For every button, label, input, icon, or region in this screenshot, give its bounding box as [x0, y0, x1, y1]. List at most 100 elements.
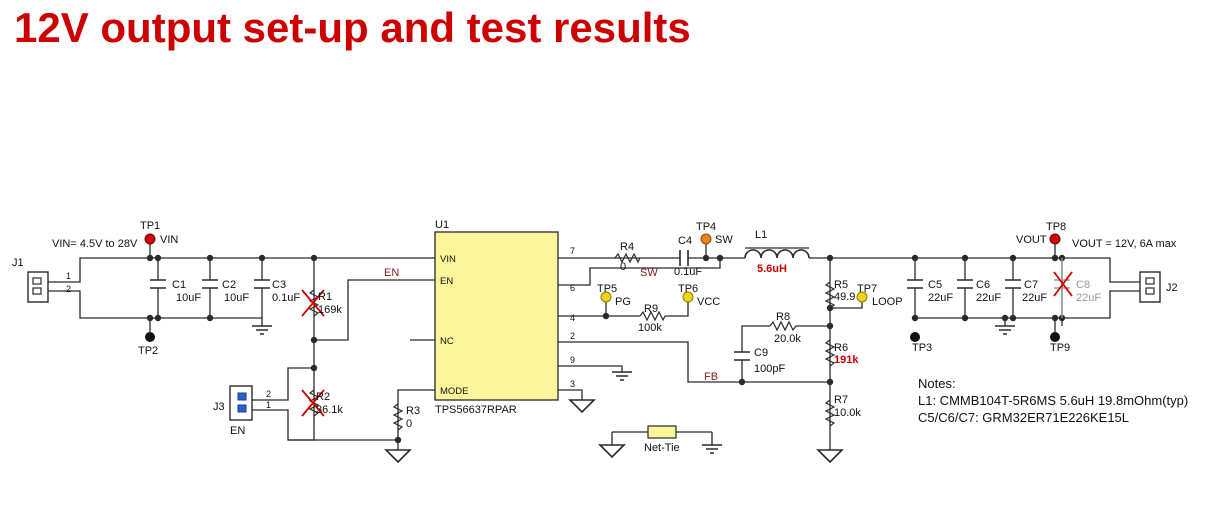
- c9-value: 100pF: [754, 363, 785, 375]
- l1-value: 5.6uH: [757, 263, 787, 275]
- page-title: 12V output set-up and test results: [14, 4, 691, 51]
- c3-ref: C3: [272, 279, 286, 291]
- c8-value: 22uF: [1076, 292, 1101, 304]
- r9-value: 100k: [638, 322, 662, 334]
- tp8-name: VOUT: [1016, 234, 1047, 246]
- j1-connector: J1 1 2: [12, 257, 71, 303]
- test-point-tp7: TP7 LOOP: [856, 283, 903, 308]
- capacitor-c8-dnp: C8 22uF: [1053, 258, 1101, 318]
- tp5-name: PG: [615, 296, 631, 308]
- resistor-r8: R8 20.0k: [769, 311, 801, 345]
- tp7-ref: TP7: [857, 283, 877, 295]
- test-point-tp6: TP6 VCC: [678, 283, 720, 308]
- tp6-ref: TP6: [678, 283, 698, 295]
- c9-ref: C9: [754, 347, 768, 359]
- r7-value: 10.0k: [834, 407, 861, 419]
- j1-ref: J1: [12, 257, 24, 269]
- u1-ref: U1: [435, 219, 449, 231]
- j1-pin-2: 2: [66, 284, 71, 294]
- tp7-name: LOOP: [872, 296, 903, 308]
- notes-line-1: L1: CMMB104T-5R6MS 5.6uH 19.8mOhm(typ): [918, 393, 1188, 408]
- r3-value: 0: [406, 418, 412, 430]
- u1-pin-num-6: 6: [570, 283, 575, 293]
- c6-ref: C6: [976, 279, 990, 291]
- u1-pin-nc: NC: [440, 336, 454, 347]
- r9-ref: R9: [644, 303, 658, 315]
- inductor-l1: L1 5.6uH: [744, 229, 812, 275]
- c2-value: 10uF: [224, 292, 249, 304]
- tp4-ref: TP4: [696, 221, 716, 233]
- j3-pin-1: 1: [266, 400, 271, 410]
- u1-pin-mode: MODE: [440, 386, 469, 397]
- ground-symbol-pin9: [612, 371, 632, 381]
- ground-symbol-r3: [384, 449, 412, 464]
- u1-ic: U1 TPS56637RPAR VIN EN NC MODE 7 6 4 2 9…: [434, 219, 575, 416]
- resistor-r6: R6 191k: [824, 339, 859, 367]
- j3-pin-2: 2: [266, 389, 271, 399]
- c4-value: 0.1uF: [674, 266, 702, 278]
- r6-value: 191k: [834, 354, 859, 366]
- r5-ref: R5: [834, 279, 848, 291]
- capacitor-c3: C3 0.1uF: [254, 279, 300, 304]
- test-point-tp2: TP2: [138, 332, 158, 357]
- resistor-r2: R2 36.1k: [301, 389, 343, 417]
- c7-value: 22uF: [1022, 292, 1047, 304]
- net-label-fb: FB: [704, 371, 718, 383]
- test-point-tp1: TP1 VIN: [140, 220, 178, 246]
- net-label-en: EN: [384, 267, 399, 279]
- c1-ref: C1: [172, 279, 186, 291]
- r4-ref: R4: [620, 241, 634, 253]
- j3-name: EN: [230, 425, 245, 437]
- j2-ref: J2: [1166, 282, 1178, 294]
- capacitor-c6: C6 22uF: [957, 279, 1001, 304]
- r2-value: 36.1k: [316, 404, 343, 416]
- capacitor-c4: C4 0.1uF: [674, 235, 702, 278]
- tp9-ref: TP9: [1050, 342, 1070, 354]
- c3-value: 0.1uF: [272, 292, 300, 304]
- capacitor-c7: C7 22uF: [1005, 279, 1047, 304]
- tp8-ref: TP8: [1046, 221, 1066, 233]
- j3-connector: J3 EN 2 1: [213, 385, 272, 437]
- tp1-name: VIN: [160, 234, 178, 246]
- r5-value: 49.9: [834, 291, 855, 303]
- ground-symbol-pin3: [568, 399, 596, 414]
- c8-ref: C8: [1076, 279, 1090, 291]
- ground-symbol-r7: [816, 449, 844, 464]
- c7-ref: C7: [1024, 279, 1038, 291]
- notes-heading: Notes:: [918, 376, 956, 391]
- c4-ref: C4: [678, 235, 692, 247]
- r4-value: 0: [620, 261, 626, 273]
- test-point-tp9: TP9: [1050, 332, 1070, 354]
- c5-value: 22uF: [928, 292, 953, 304]
- r1-value: 169k: [318, 304, 342, 316]
- vout-spec-label: VOUT = 12V, 6A max: [1072, 238, 1177, 250]
- l1-ref: L1: [755, 229, 767, 241]
- c2-ref: C2: [222, 279, 236, 291]
- r8-ref: R8: [776, 311, 790, 323]
- u1-pin-num-3: 3: [570, 379, 575, 389]
- test-point-tp4: TP4 SW: [696, 221, 733, 246]
- junction-dots: [146, 254, 1066, 444]
- ground-symbol-nettie-left: [598, 444, 626, 459]
- resistor-r4: R4 0: [614, 241, 641, 273]
- test-point-tp3: TP3: [910, 332, 932, 354]
- u1-body: [434, 231, 559, 401]
- resistor-r7: R7 10.0k: [824, 394, 861, 427]
- net-tie: Net-Tie: [644, 425, 680, 454]
- test-point-tp8: TP8 VOUT: [1016, 221, 1066, 246]
- tp4-name: SW: [715, 234, 733, 246]
- tp3-ref: TP3: [912, 342, 932, 354]
- c6-value: 22uF: [976, 292, 1001, 304]
- ground-symbol-nettie-right: [702, 444, 722, 454]
- r2-ref: R2: [316, 391, 330, 403]
- u1-pin-en: EN: [440, 276, 453, 287]
- tp1-ref: TP1: [140, 220, 160, 232]
- r1-ref: R1: [318, 291, 332, 303]
- j3-ref: J3: [213, 401, 225, 413]
- vin-range-label: VIN= 4.5V to 28V: [52, 238, 138, 250]
- capacitor-c1: C1 10uF: [150, 279, 201, 304]
- u1-pin-vin: VIN: [440, 254, 456, 265]
- r6-ref: R6: [834, 342, 848, 354]
- ground-symbol-output: [995, 325, 1015, 335]
